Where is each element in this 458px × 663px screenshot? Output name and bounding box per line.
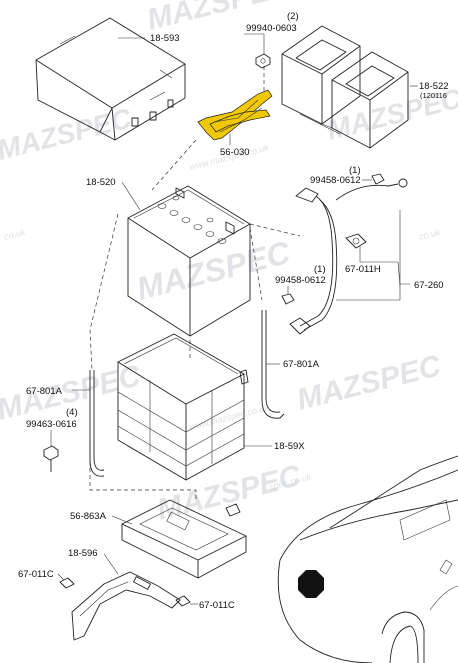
battery-terminal-icon bbox=[175, 187, 185, 199]
battery-base bbox=[121, 499, 247, 579]
support-bracket bbox=[71, 571, 181, 641]
label-bolt-left-qty: (4) bbox=[66, 407, 78, 418]
label-nut-top-qty: (2) bbox=[287, 11, 299, 22]
label-bolt-upper: 99458-0612 bbox=[310, 175, 361, 186]
label-base: 56-863A bbox=[70, 511, 107, 522]
bolt-icon bbox=[281, 293, 295, 305]
label-frame-bracket-date: (120116 bbox=[420, 91, 447, 100]
label-harness: 67-260 bbox=[414, 280, 444, 291]
label-bolt-upper-qty: (1) bbox=[349, 165, 361, 176]
label-clamp: 56-030 bbox=[220, 147, 250, 158]
clip-icon bbox=[59, 577, 75, 589]
bolt-icon bbox=[43, 445, 59, 472]
battery-terminal-icon bbox=[225, 221, 235, 235]
label-bolt-mid-qty: (1) bbox=[314, 264, 326, 275]
battery-location-marker-icon bbox=[298, 570, 324, 598]
hold-down-rod-left bbox=[89, 370, 105, 477]
frame-bracket bbox=[281, 25, 409, 149]
clip-icon bbox=[175, 595, 191, 607]
label-clip-right: 67-011C bbox=[199, 600, 235, 611]
hold-down-rod-right bbox=[261, 310, 285, 419]
label-clip-left: 67-011C bbox=[18, 569, 54, 580]
battery-clamp-highlight bbox=[197, 89, 273, 141]
nut-icon bbox=[255, 53, 271, 69]
label-frame-bracket: 18-522 bbox=[419, 81, 449, 92]
label-battery: 18-520 bbox=[86, 177, 116, 188]
watermark-url: co.uk bbox=[418, 227, 442, 242]
battery-cell-caps bbox=[157, 195, 227, 244]
battery-tray bbox=[117, 333, 249, 481]
battery-cable-harness bbox=[289, 178, 408, 335]
bolt-icon bbox=[371, 173, 385, 185]
label-nut-top: 99940-0603 bbox=[246, 23, 297, 34]
label-support: 18-596 bbox=[68, 548, 98, 559]
watermark-layer: MAZSPEC MAZSPEC MAZSPEC MAZSPEC MAZSPEC … bbox=[0, 0, 458, 527]
watermark-url: www.mazspec.co.uk bbox=[188, 402, 270, 432]
vehicle-outline bbox=[277, 455, 458, 663]
battery-cover bbox=[35, 17, 186, 141]
watermark: MAZSPEC bbox=[154, 459, 306, 527]
label-rod-right: 67-801A bbox=[283, 359, 320, 370]
label-bolt-mid: 99458-0612 bbox=[275, 275, 326, 286]
label-rod-left: 67-801A bbox=[26, 386, 63, 397]
label-cover: 18-593 bbox=[150, 33, 180, 44]
label-bolt-left: 99463-0616 bbox=[26, 419, 77, 430]
label-cable-h: 67-011H bbox=[345, 264, 381, 275]
label-tray: 18-59X bbox=[274, 441, 305, 452]
watermark-url: co.uk bbox=[3, 227, 27, 242]
